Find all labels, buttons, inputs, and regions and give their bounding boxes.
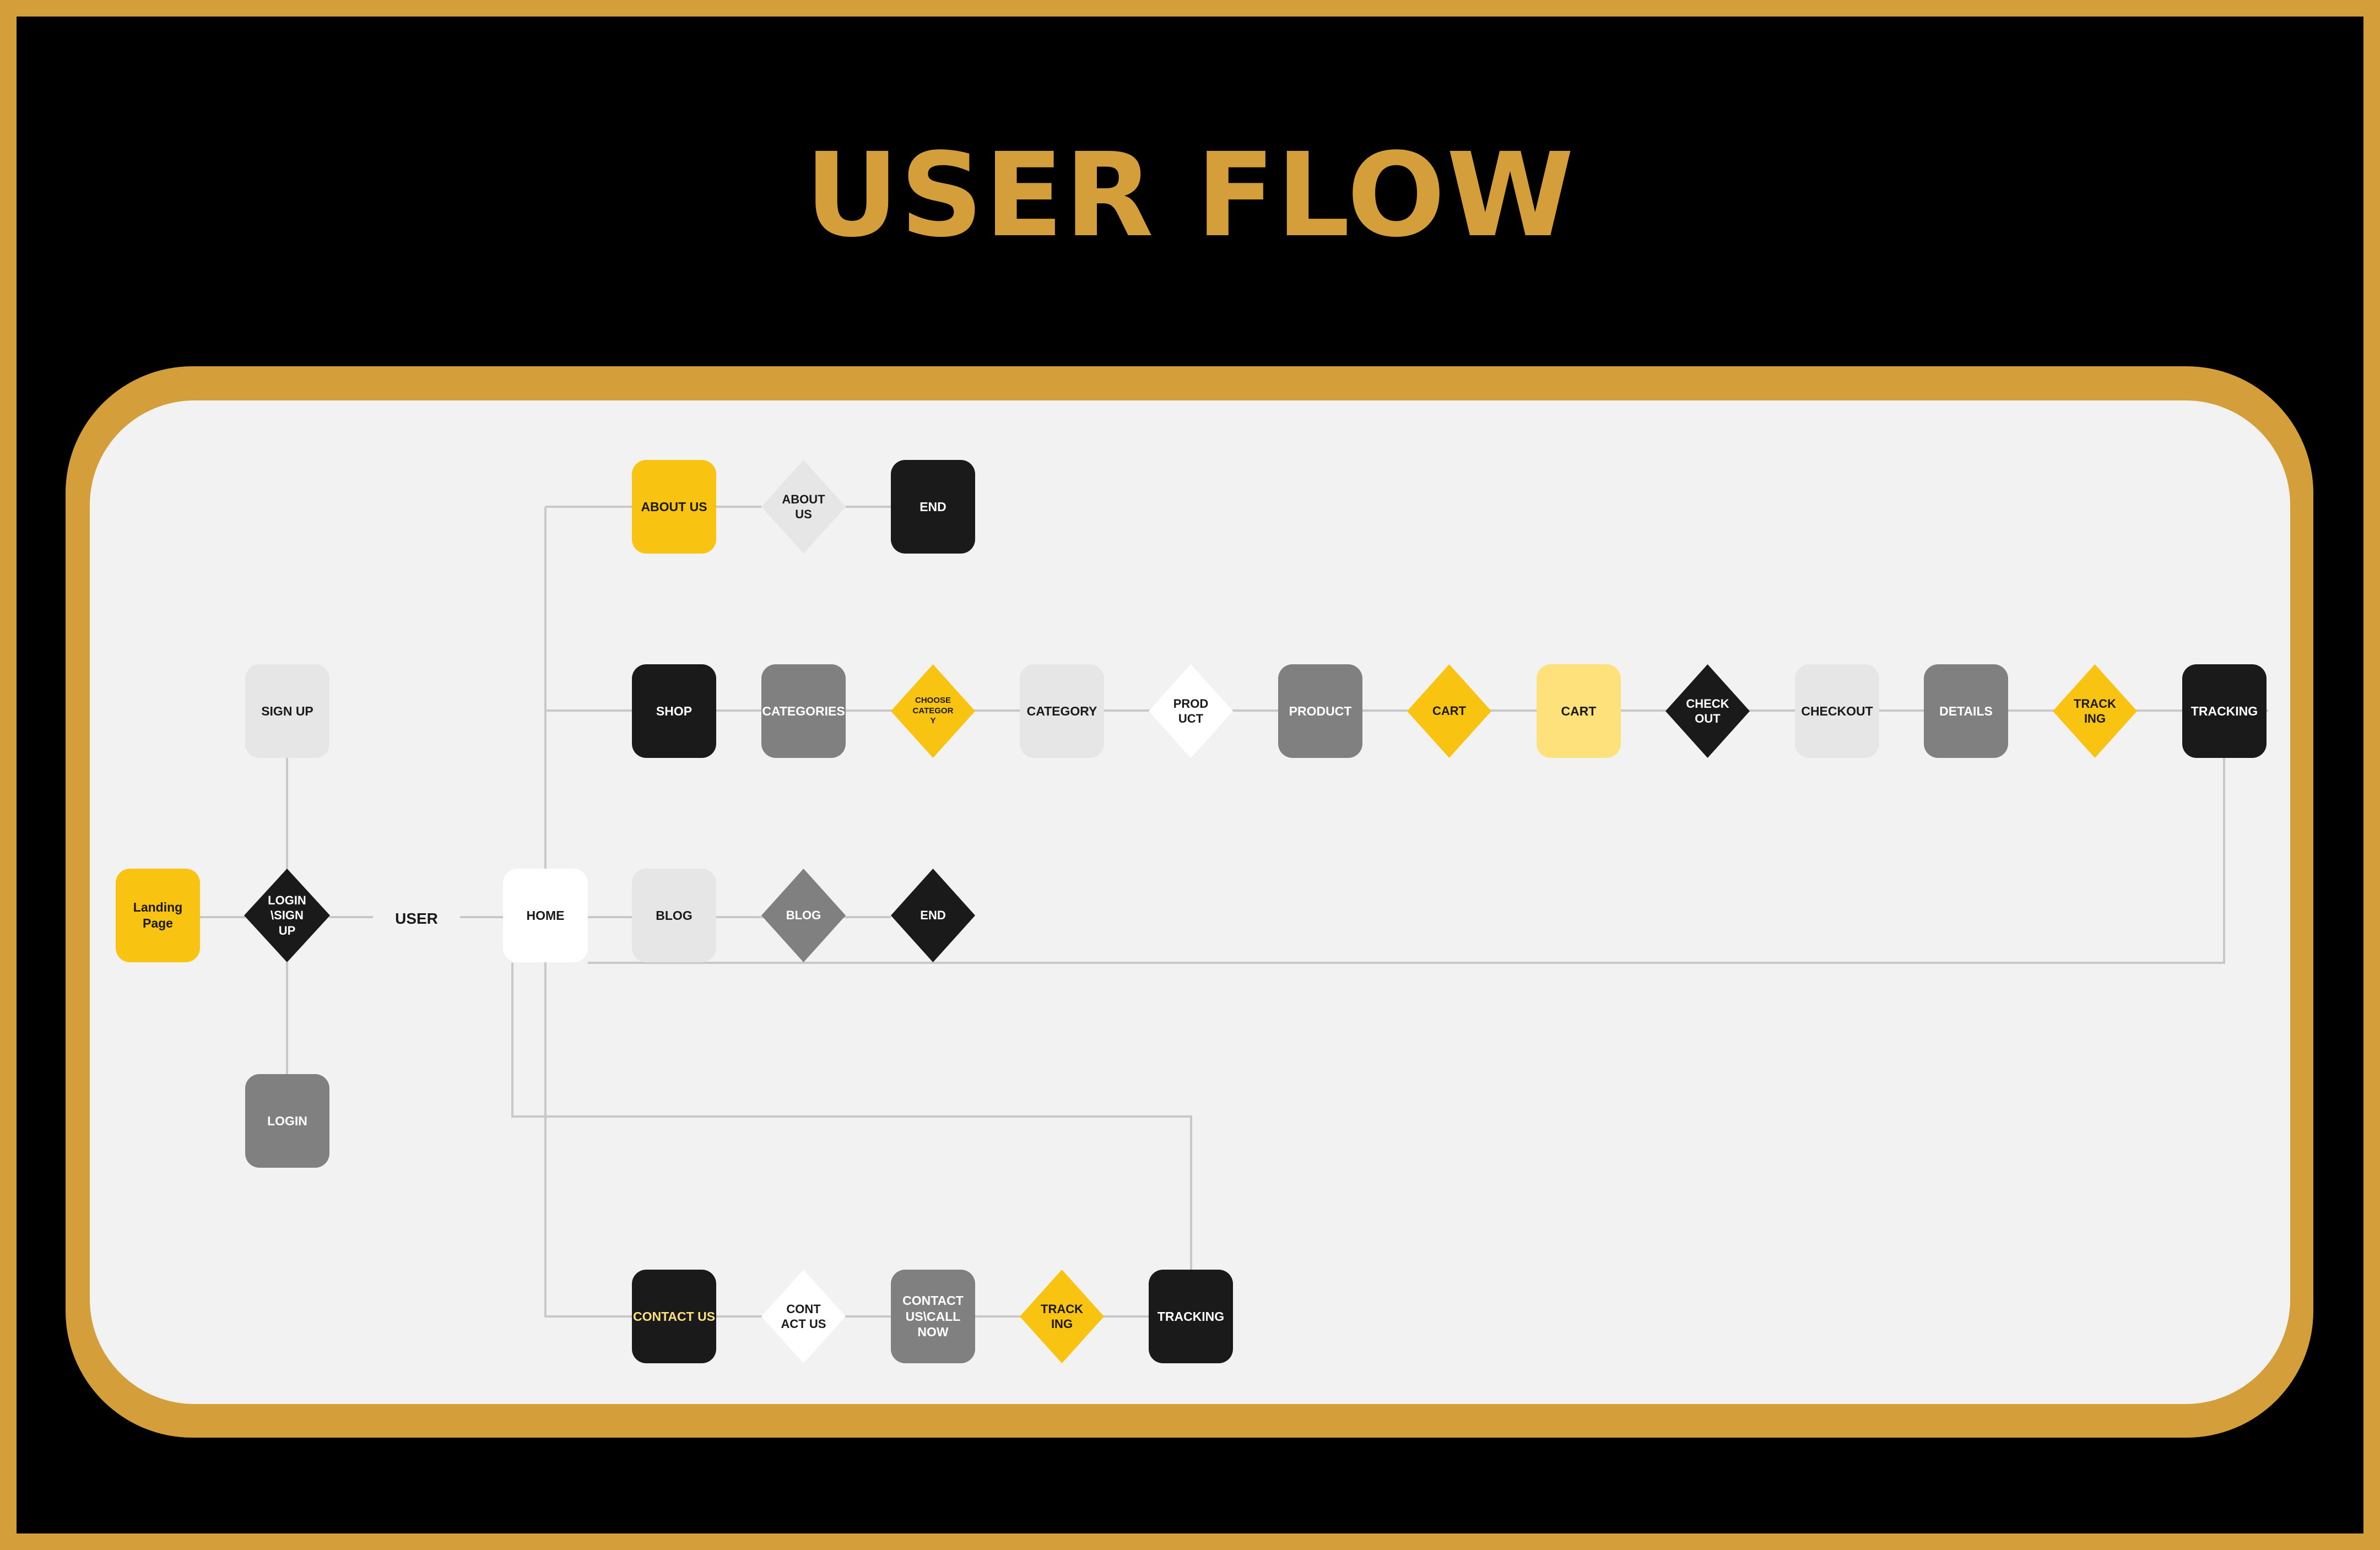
sign-up-node[interactable]: SIGN UP xyxy=(245,664,329,758)
node-label: CART xyxy=(1561,703,1597,718)
contact-tracking-node[interactable]: TRACKING xyxy=(1149,1270,1233,1363)
node-label: HOME xyxy=(526,908,565,923)
cart-node[interactable]: CART xyxy=(1537,664,1621,758)
node-label: CONTACT US xyxy=(632,1309,716,1324)
node-label: LOGIN xyxy=(267,1113,307,1128)
node-label: TRACKING xyxy=(1157,1309,1225,1324)
node-label: SIGN UP xyxy=(261,703,313,718)
contact-call-now-node[interactable]: CONTACT US\CALL NOW xyxy=(891,1270,975,1363)
about-us-node[interactable]: ABOUT US xyxy=(632,460,716,554)
node-label: CATEGORY xyxy=(1026,703,1097,718)
node-label: CHOOSE CATEGOR Y xyxy=(912,695,954,726)
node-label: PRODUCT xyxy=(1289,703,1352,718)
blog-node[interactable]: BLOG xyxy=(632,869,716,962)
page-title: USER FLOW xyxy=(805,128,1575,263)
node-label: USER xyxy=(395,909,438,927)
node-label: CONT ACT US xyxy=(781,1302,826,1331)
shop-node[interactable]: SHOP xyxy=(632,664,716,758)
checkout-node[interactable]: CHECKOUT xyxy=(1795,664,1879,758)
connector xyxy=(588,757,2225,964)
node-label: CATEGORIES xyxy=(762,703,845,718)
node-label: Landing Page xyxy=(133,900,183,930)
node-label: TRACK ING xyxy=(2074,696,2116,726)
categories-node[interactable]: CATEGORIES xyxy=(761,664,846,758)
node-label: DETAILS xyxy=(1939,703,1993,718)
node-label: END xyxy=(920,908,946,923)
node-label: CONTACT US\CALL NOW xyxy=(902,1293,964,1340)
login-node[interactable]: LOGIN xyxy=(245,1074,329,1168)
node-label: PROD UCT xyxy=(1173,696,1209,726)
node-label: CART xyxy=(1432,704,1467,718)
node-label: TRACK ING xyxy=(1041,1302,1083,1331)
node-label: END xyxy=(919,499,946,514)
node-label: TRACKING xyxy=(2190,703,2258,718)
category-node[interactable]: CATEGORY xyxy=(1020,664,1104,758)
contact-us-node[interactable]: CONTACT US xyxy=(632,1270,716,1363)
node-label: CHECKOUT xyxy=(1801,703,1873,718)
node-label: ABOUT US xyxy=(782,492,825,522)
details-node[interactable]: DETAILS xyxy=(1924,664,2008,758)
node-label: ABOUT US xyxy=(641,499,707,514)
node-label: BLOG xyxy=(786,908,821,923)
node-label: LOGIN \SIGN UP xyxy=(268,893,306,937)
home-node[interactable]: HOME xyxy=(503,869,588,962)
user-label: USER xyxy=(373,896,460,940)
tracking-node[interactable]: TRACKING xyxy=(2182,664,2267,758)
node-label: CHECK OUT xyxy=(1686,696,1729,726)
landing-page-node[interactable]: Landing Page xyxy=(116,869,200,962)
product-node[interactable]: PRODUCT xyxy=(1278,664,1362,758)
node-label: SHOP xyxy=(656,703,693,718)
connector xyxy=(511,963,1192,1270)
node-label: BLOG xyxy=(656,908,693,923)
connector xyxy=(544,507,632,1318)
about-end-node[interactable]: END xyxy=(891,460,975,554)
